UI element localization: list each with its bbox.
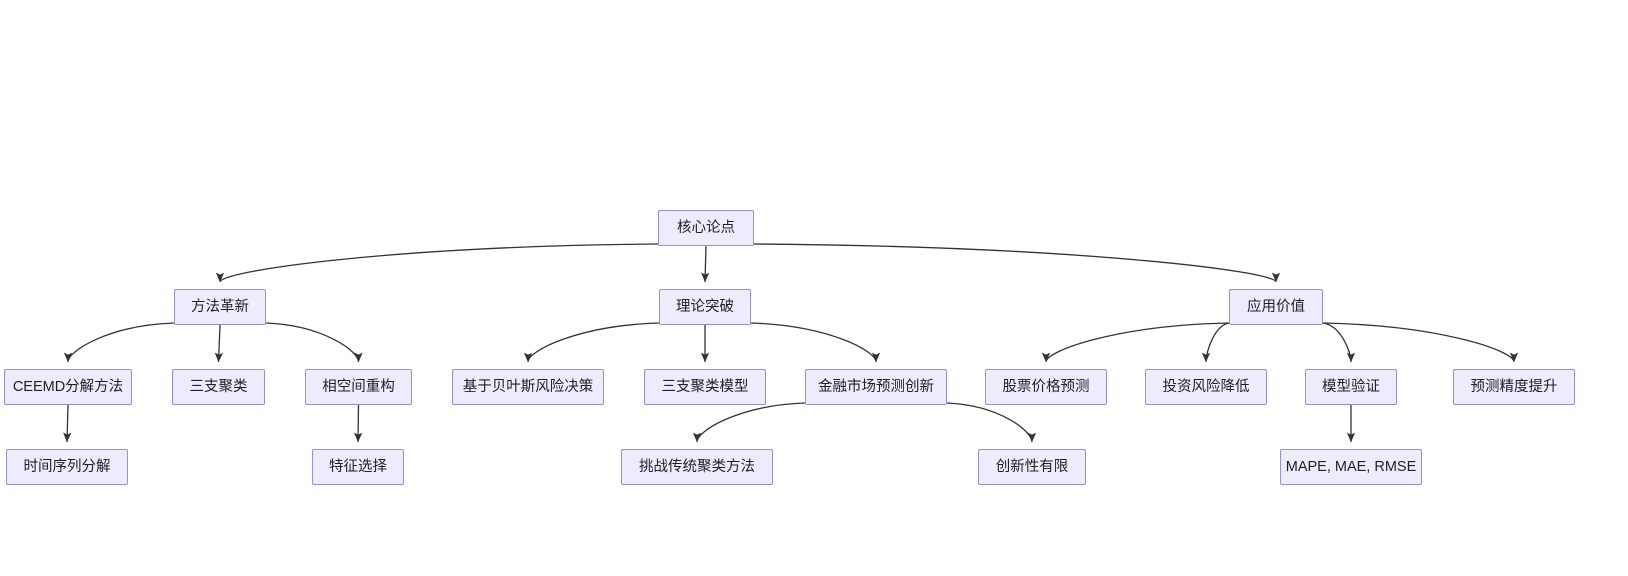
flow-node-l2i[interactable]: 模型验证 [1305, 369, 1397, 405]
flow-edge-root-to-l1c [753, 243, 1280, 283]
flow-edge-l1c-to-l2j [1322, 322, 1519, 363]
flow-node-l2d[interactable]: 基于贝叶斯风险决策 [452, 369, 604, 405]
flow-node-l2b[interactable]: 三支聚类 [172, 369, 265, 405]
flow-node-l2h[interactable]: 投资风险降低 [1145, 369, 1267, 405]
flow-edge-l1c-to-l2h [1201, 322, 1230, 363]
flow-node-l1b[interactable]: 理论突破 [659, 289, 751, 325]
flow-node-l3b[interactable]: 特征选择 [312, 449, 404, 485]
flow-edge-l2f-to-l3c [692, 402, 806, 443]
flow-node-l2g[interactable]: 股票价格预测 [985, 369, 1107, 405]
flow-node-l2j[interactable]: 预测精度提升 [1453, 369, 1575, 405]
flow-edge-l1c-to-l2g [1041, 322, 1230, 363]
flow-node-l3a[interactable]: 时间序列分解 [6, 449, 128, 485]
flow-node-l3e[interactable]: MAPE, MAE, RMSE [1280, 449, 1422, 485]
flow-node-l2c[interactable]: 相空间重构 [305, 369, 412, 405]
edge-group [63, 243, 1519, 443]
flow-node-l3d[interactable]: 创新性有限 [978, 449, 1086, 485]
flow-edge-root-to-l1a [215, 243, 659, 283]
flow-node-l3c[interactable]: 挑战传统聚类方法 [621, 449, 773, 485]
flow-edge-l1a-to-l2b [214, 324, 224, 363]
flow-edge-l1a-to-l2c [265, 322, 363, 363]
flow-node-root[interactable]: 核心论点 [658, 210, 754, 246]
flow-edge-root-to-l1b [701, 245, 710, 283]
flow-node-l1a[interactable]: 方法革新 [174, 289, 266, 325]
flow-node-l2f[interactable]: 金融市场预测创新 [805, 369, 947, 405]
flow-node-l2e[interactable]: 三支聚类模型 [644, 369, 766, 405]
flow-edge-l2c-to-l3b [353, 404, 363, 443]
flow-edge-l2a-to-l3a [63, 404, 72, 443]
flow-edge-l1b-to-l2f [750, 322, 881, 363]
flow-edge-l2f-to-l3d [946, 402, 1037, 443]
flow-edge-l1c-to-l2i [1322, 322, 1356, 363]
flow-edge-l1a-to-l2a [63, 322, 175, 363]
flow-node-l1c[interactable]: 应用价值 [1229, 289, 1323, 325]
flow-node-l2a[interactable]: CEEMD分解方法 [4, 369, 132, 405]
flow-edge-l1b-to-l2d [523, 322, 660, 363]
